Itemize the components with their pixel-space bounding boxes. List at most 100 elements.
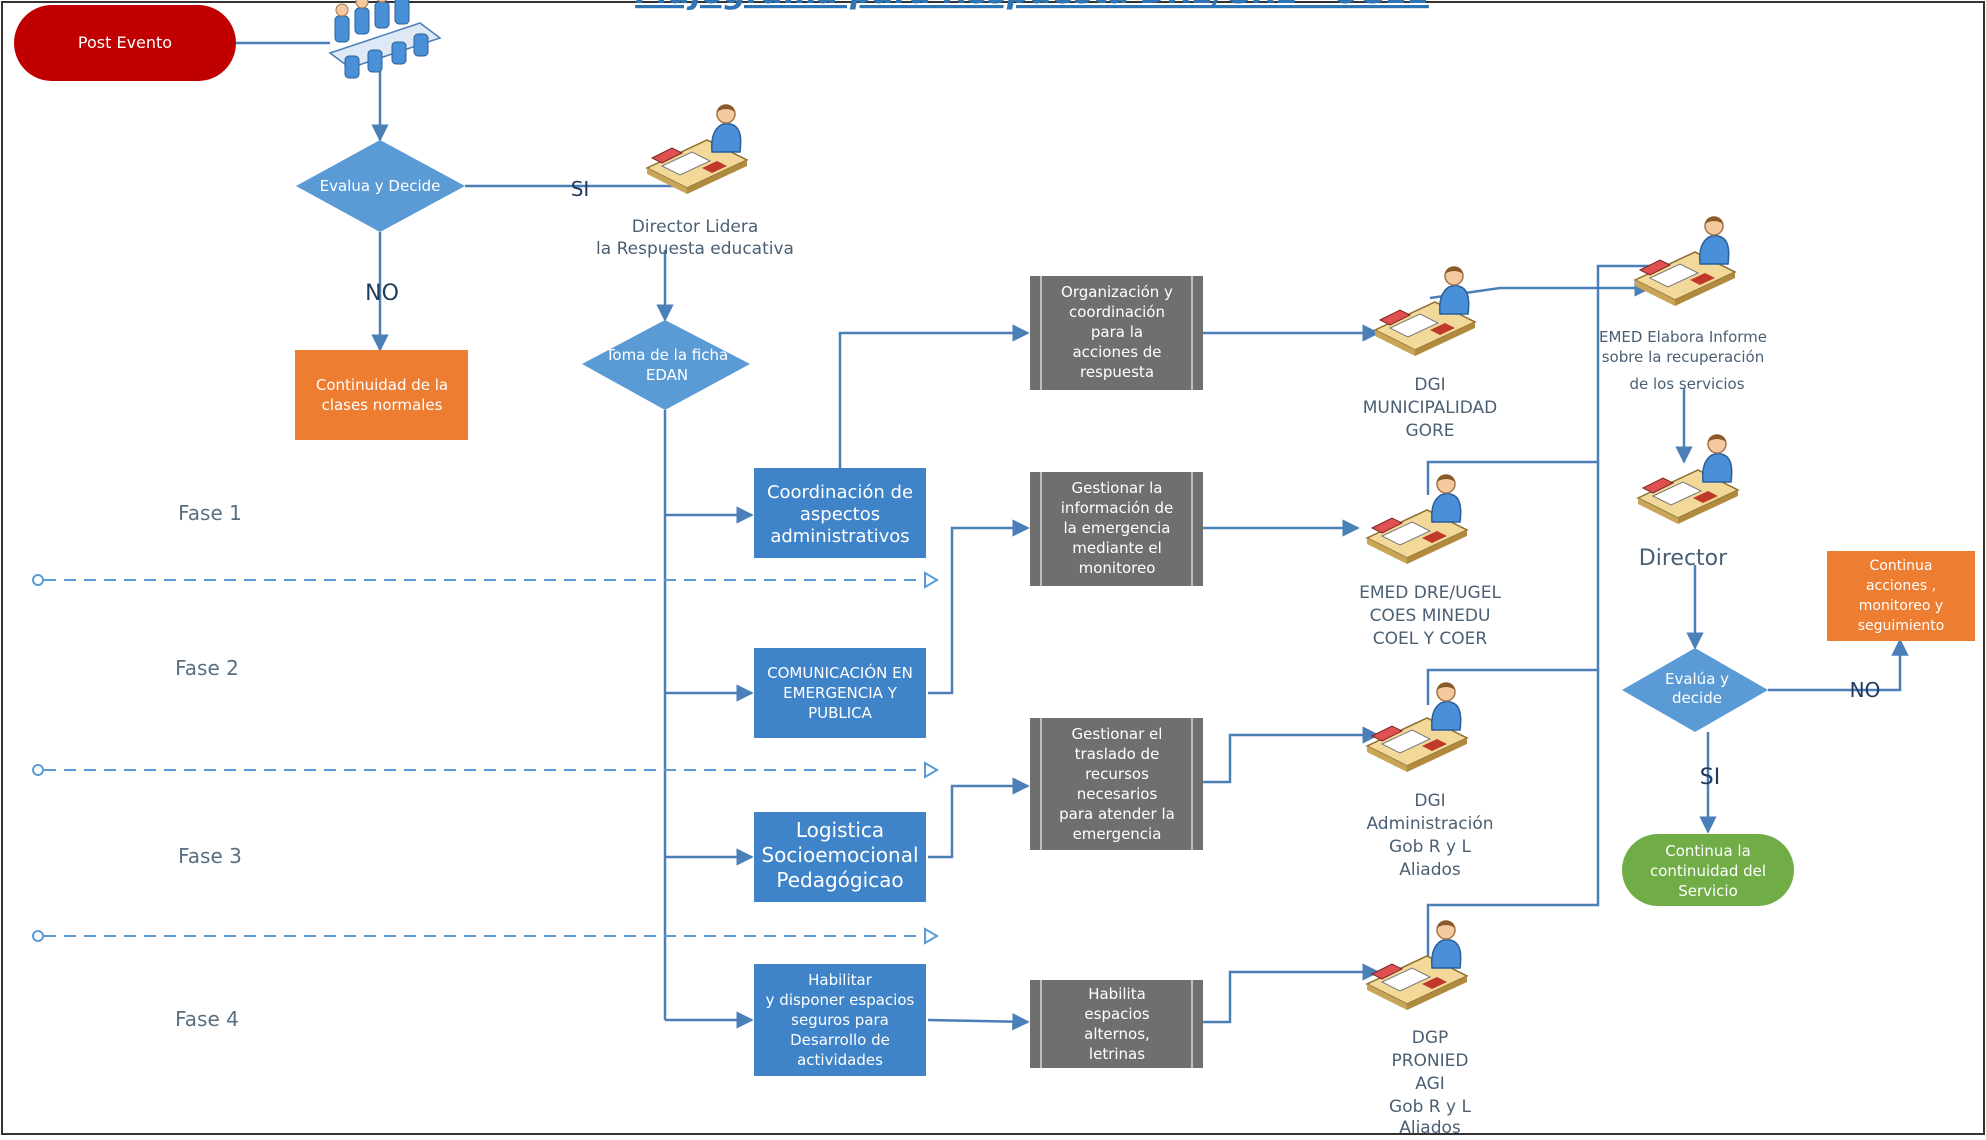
blue-box-4-line-4: Desarrollo de [790, 1031, 890, 1049]
emed-informe-label-1: EMED Elabora Informe [1599, 328, 1767, 346]
blue-box-2-line-2: EMERGENCIA Y [783, 684, 898, 702]
entity-3-line-2: Administración [1366, 814, 1493, 834]
start-label: Post Evento [78, 33, 172, 52]
blue-box-4-line-2: y disponer espacios [766, 991, 915, 1009]
gray-box-4-line-2: espacios [1084, 1005, 1149, 1023]
director-lidera-label-2: la Respuesta educativa [596, 239, 794, 259]
decision-evalua-label: Evalua y Decide [320, 177, 441, 195]
decision-toma-ficha [582, 320, 750, 410]
gray-box-4-line-3: alternos, [1084, 1025, 1150, 1043]
gray-box-1-line-1: Organización y [1061, 283, 1173, 301]
gray-box-3-line-1: Gestionar el [1072, 725, 1163, 743]
emed-informe-label-2: sobre la recuperación [1602, 348, 1765, 366]
dgp-desk-icon [1366, 919, 1468, 1011]
gray-box-3-line-5: para atender la [1059, 805, 1175, 823]
dgi-desk-icon-1 [1374, 265, 1476, 357]
branch-label-no-1: NO [365, 281, 399, 306]
blue-box-4-line-5: actividades [797, 1051, 883, 1069]
emed-desk-icon [1366, 473, 1468, 565]
connector-lines [236, 41, 1909, 1031]
phase-label-2: Fase 2 [175, 656, 239, 680]
meeting-icon [328, 0, 442, 79]
continua-label-4: seguimiento [1858, 618, 1945, 634]
entity-4-line-1: DGP [1412, 1028, 1449, 1048]
gray-box-1-line-5: respuesta [1080, 363, 1154, 381]
entity-1-line-1: DGI [1414, 375, 1445, 395]
decision-evalua2-label-2: decide [1672, 689, 1722, 707]
blue-box-2 [754, 648, 926, 738]
blue-box-4 [754, 964, 926, 1076]
blue-box-2-line-3: PUBLICA [808, 704, 873, 722]
gray-box-4 [1030, 980, 1203, 1068]
gray-box-3 [1030, 718, 1203, 850]
entity-3-line-3: Gob R y L [1389, 837, 1471, 857]
blue-box-3-line-2: Socioemocional [761, 843, 918, 867]
gray-box-2-line-4: mediante el [1072, 539, 1162, 557]
decision-toma-label-2: EDAN [646, 366, 688, 384]
continuidad-label-1: Continuidad de la [316, 376, 448, 394]
blue-box-3 [754, 812, 926, 902]
entity-4-line-4: Gob R y L [1389, 1097, 1471, 1117]
gray-box-3-line-6: emergencia [1073, 825, 1162, 843]
blue-box-4-line-3: seguros para [791, 1011, 889, 1029]
gray-box-1-line-2: coordinación [1069, 303, 1165, 321]
decision-evalua-decide [296, 140, 465, 232]
blue-box-4-line-1: Habilitar [808, 971, 873, 989]
gray-box-3-line-4: necesarios [1077, 785, 1158, 803]
decision-evalua2-label-1: Evalúa y [1665, 670, 1729, 688]
blue-box-2-line-1: COMUNICACIÓN EN [767, 663, 913, 682]
end-label-1: Continua la [1665, 842, 1751, 860]
gray-box-3-line-3: recursos [1085, 765, 1149, 783]
continuidad-label-2: clases normales [322, 396, 443, 414]
director-lidera-label-1: Director Lidera [632, 217, 759, 237]
entity-4-line-2: PRONIED [1391, 1051, 1468, 1071]
phase-label-1: Fase 1 [178, 501, 242, 525]
entity-4-line-5: Aliados [1399, 1118, 1461, 1136]
entity-3-line-1: DGI [1414, 791, 1445, 811]
blue-box-1-line-3: administrativos [770, 526, 909, 547]
entity-1-line-2: MUNICIPALIDAD [1363, 398, 1498, 418]
continua-label-3: monitoreo y [1859, 598, 1943, 614]
branch-label-si-2: SI [1700, 765, 1720, 790]
gray-box-1-line-3: para la [1091, 323, 1143, 341]
entity-3-line-4: Aliados [1399, 860, 1461, 880]
branch-label-no-2: NO [1850, 678, 1881, 702]
start-terminator [14, 5, 236, 81]
blue-box-3-line-1: Logistica [796, 818, 884, 842]
dgi-desk-icon-2 [1366, 681, 1468, 773]
blue-box-1 [754, 468, 926, 558]
chart-title: Flujograma para Respuesta DRE/GRE - UGEL [635, 0, 1429, 11]
entity-1-line-3: GORE [1405, 421, 1454, 441]
decision-toma-label-1: Toma de la ficha [605, 346, 728, 364]
blue-box-1-line-2: aspectos [800, 504, 880, 525]
phase-separators [44, 579, 925, 937]
gray-box-2-line-1: Gestionar la [1072, 479, 1163, 497]
end-label-2: continuidad del [1650, 862, 1766, 880]
emed-informe-desk-icon [1634, 215, 1736, 307]
gray-box-4-line-4: letrinas [1089, 1045, 1145, 1063]
gray-box-1-line-4: acciones de [1072, 343, 1161, 361]
end-terminator [1622, 834, 1794, 906]
phase-label-3: Fase 3 [178, 844, 242, 868]
entity-2-line-2: COES MINEDU [1370, 606, 1491, 626]
continua-acciones-box [1827, 551, 1975, 641]
continuidad-box [295, 350, 468, 440]
phase-separator-ends [32, 571, 939, 945]
entity-4-line-3: AGI [1415, 1074, 1445, 1094]
gray-box-3-line-2: traslado de [1075, 745, 1160, 763]
blue-box-3-line-3: Pedagógicao [776, 868, 903, 892]
gray-box-4-line-1: Habilita [1088, 985, 1146, 1003]
continua-label-1: Continua [1870, 558, 1933, 574]
end-label-3: Servicio [1678, 882, 1738, 900]
director-desk-icon-2 [1637, 433, 1739, 525]
entity-2-line-1: EMED DRE/UGEL [1359, 583, 1501, 603]
emed-informe-label-3: de los servicios [1629, 375, 1744, 393]
phase-label-4: Fase 4 [175, 1007, 239, 1031]
blue-box-1-line-1: Coordinación de [767, 482, 913, 503]
gray-box-2 [1030, 472, 1203, 586]
director-label: Director [1639, 546, 1728, 571]
branch-label-si-1: SI [571, 177, 590, 201]
entity-2-line-3: COEL Y COER [1373, 629, 1488, 649]
gray-box-2-line-3: la emergencia [1064, 519, 1171, 537]
